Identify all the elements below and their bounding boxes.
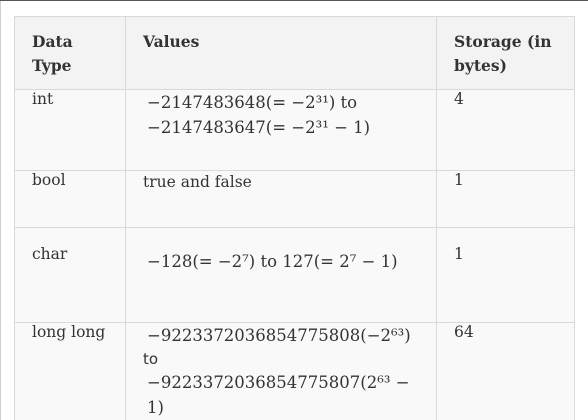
cell-storage: 64 bbox=[436, 322, 575, 420]
header-values: Values bbox=[125, 16, 437, 90]
table-row: char −128(= −2⁷) to 127(= 2⁷ − 1) 1 bbox=[14, 227, 575, 323]
cell-type: long long bbox=[14, 322, 126, 420]
cell-values: −9223372036854775808(−2⁶³) to −922337203… bbox=[125, 322, 437, 420]
value-line: to bbox=[143, 350, 159, 368]
value-line: −9223372036854775807(2⁶³ − 1) bbox=[147, 373, 410, 417]
cell-type: int bbox=[14, 89, 126, 171]
header-storage: Storage (in bytes) bbox=[436, 16, 575, 90]
table-row: bool true and false 1 bbox=[14, 170, 575, 228]
value-line: −2147483648(= −2³¹) to bbox=[147, 93, 358, 112]
value-line: −2147483647(= −2³¹ − 1) bbox=[147, 118, 371, 137]
cell-values: −2147483648(= −2³¹) to −2147483647(= −2³… bbox=[125, 89, 437, 171]
cell-storage: 4 bbox=[436, 89, 575, 171]
left-border bbox=[0, 1, 1, 420]
header-data-type: Data Type bbox=[14, 16, 126, 90]
table-row: int −2147483648(= −2³¹) to −2147483647(=… bbox=[14, 89, 575, 171]
cell-storage: 1 bbox=[436, 170, 575, 228]
value-line: −9223372036854775808(−2⁶³) bbox=[147, 326, 411, 345]
cell-values: −128(= −2⁷) to 127(= 2⁷ − 1) bbox=[125, 227, 437, 323]
cell-storage: 1 bbox=[436, 227, 575, 323]
table-row: long long −9223372036854775808(−2⁶³) to … bbox=[14, 322, 575, 420]
top-border bbox=[0, 0, 588, 1]
table-header-row: Data Type Values Storage (in bytes) bbox=[14, 16, 575, 90]
value-line: −128(= −2⁷) to 127(= 2⁷ − 1) bbox=[147, 252, 398, 271]
value-line: true and false bbox=[143, 173, 252, 191]
data-type-table: Data Type Values Storage (in bytes) int … bbox=[14, 16, 575, 420]
cell-type: bool bbox=[14, 170, 126, 228]
cell-type: char bbox=[14, 227, 126, 323]
cell-values: true and false bbox=[125, 170, 437, 228]
